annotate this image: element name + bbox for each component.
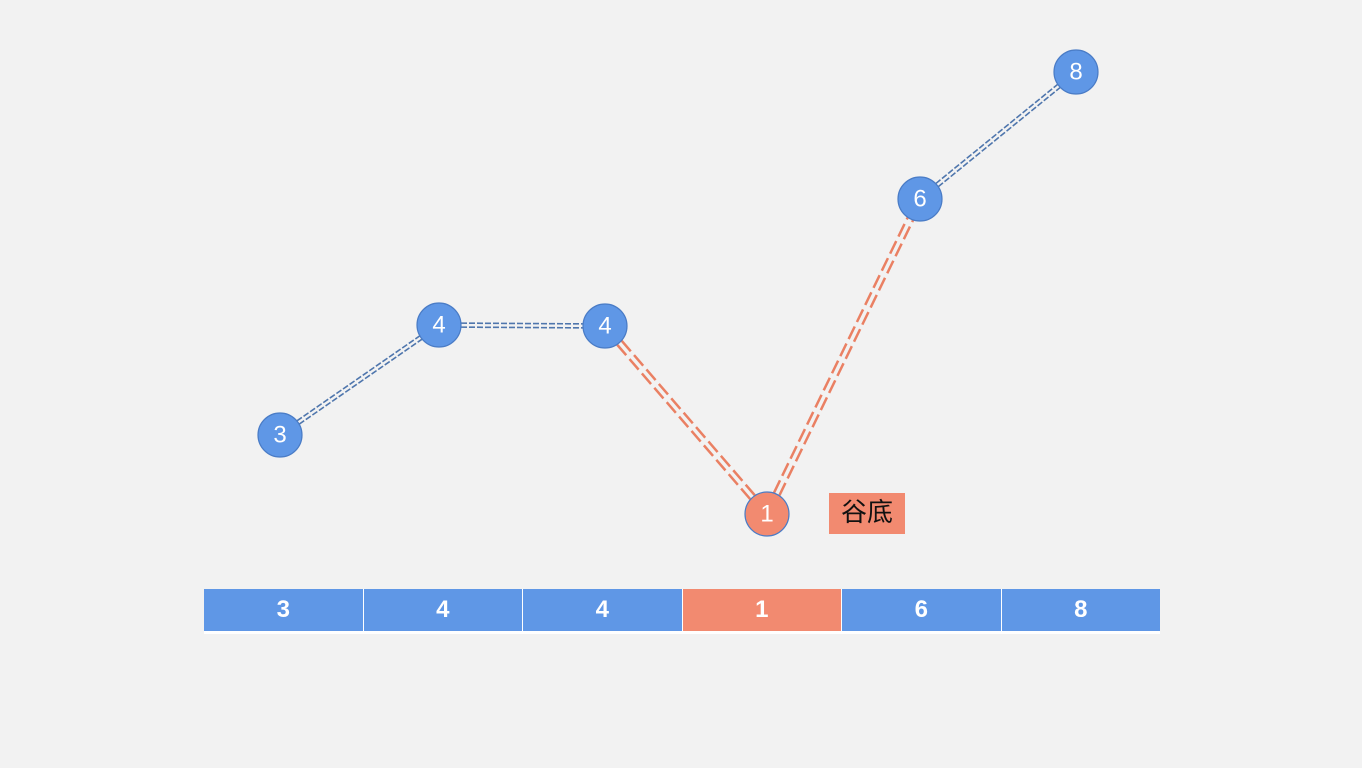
edges-layer: [296, 83, 1061, 501]
edge-1: [460, 322, 584, 329]
node-0-label: 3: [273, 421, 286, 448]
node-2-circle: [582, 303, 628, 349]
node-4: 6: [897, 176, 943, 222]
array-cell-3: 1: [682, 589, 842, 631]
edge-2: [616, 339, 756, 501]
node-1: 4: [416, 302, 462, 348]
edge-1-stroke: [461, 322, 584, 325]
array-cell-4: 6: [842, 589, 1002, 631]
edge-4-stroke: [937, 86, 1061, 188]
array-cell-0: 3: [204, 589, 364, 631]
edge-0-stroke: [298, 338, 423, 425]
node-2: 4: [582, 303, 628, 349]
array-cell-2: 4: [523, 589, 683, 631]
node-5-circle: [1053, 49, 1099, 95]
array-cell-1: 4: [363, 589, 523, 631]
edge-3-stroke: [772, 216, 909, 494]
node-1-circle: [416, 302, 462, 348]
edge-4: [935, 83, 1061, 188]
array-cell-5: 8: [1001, 589, 1160, 631]
edge-0-stroke: [296, 335, 421, 422]
array-bar: 3 4 4 1 6 8: [204, 589, 1160, 634]
edge-3: [772, 216, 915, 497]
node-5-label: 8: [1069, 58, 1082, 85]
node-0: 3: [257, 412, 303, 458]
nodes-layer: 3 4 4 1 6 8: [257, 49, 1099, 537]
node-5: 8: [1053, 49, 1099, 95]
node-4-label: 6: [913, 185, 926, 212]
edge-4-stroke: [935, 83, 1059, 185]
node-3: 1: [744, 491, 790, 537]
edge-3-stroke: [778, 219, 915, 497]
node-2-label: 4: [598, 312, 611, 339]
node-4-circle: [897, 176, 943, 222]
node-1-label: 4: [432, 311, 445, 338]
edge-0: [296, 335, 423, 425]
node-3-circle: [744, 491, 790, 537]
valley-callout: 谷底: [829, 493, 905, 534]
edge-2-stroke: [616, 343, 752, 501]
node-0-circle: [257, 412, 303, 458]
edge-2-stroke: [620, 339, 756, 497]
node-3-label: 1: [760, 500, 773, 527]
edge-1-stroke: [460, 326, 583, 329]
